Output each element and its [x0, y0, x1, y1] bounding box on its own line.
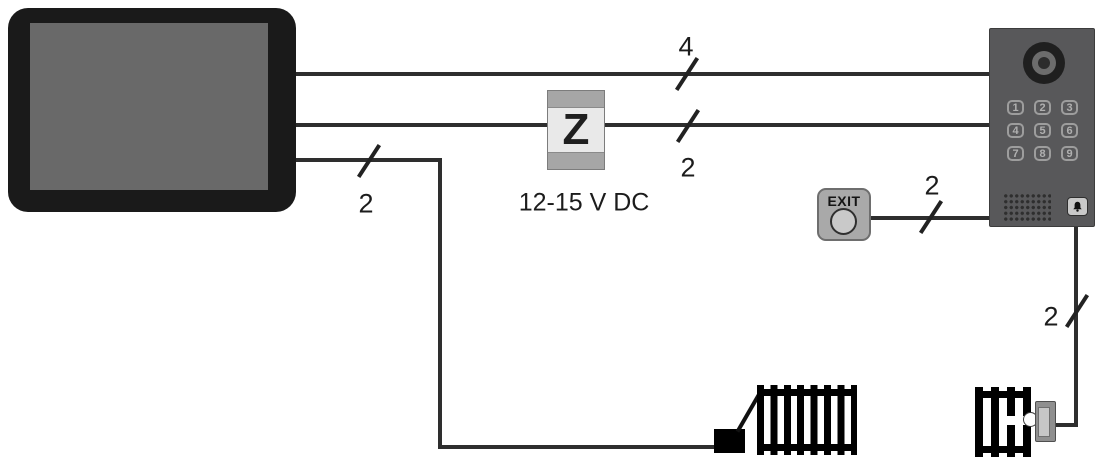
door-station-panel: 1 2 3 4 5 6 7 8 9 [989, 28, 1095, 227]
wire-monitor-psu-panel [296, 123, 989, 127]
camera-lens-icon [1023, 42, 1065, 84]
bell-icon [1073, 201, 1082, 212]
monitor-screen [30, 23, 268, 190]
wire-count-label: 2 [1043, 301, 1059, 332]
psu-top-band [548, 91, 604, 108]
keypad-key-8: 8 [1034, 146, 1051, 161]
indoor-monitor [8, 8, 296, 212]
exit-button: EXIT [817, 188, 871, 241]
strike-rail-bottom [975, 446, 1031, 453]
keypad-key-4: 4 [1007, 123, 1024, 138]
keypad-key-6: 6 [1061, 123, 1078, 138]
wire-count-label: 2 [680, 152, 696, 183]
strike-latch [1007, 416, 1033, 425]
keypad-key-7: 7 [1007, 146, 1024, 161]
keypad-key-5: 5 [1034, 123, 1051, 138]
keypad-key-1: 1 [1007, 100, 1024, 115]
psu-voltage-label: 12-15 V DC [518, 188, 650, 217]
keypad-key-9: 9 [1061, 146, 1078, 161]
wire-count-label: 4 [678, 31, 694, 62]
keypad-key-3: 3 [1061, 100, 1078, 115]
wire-monitor-to-panel-top [296, 72, 989, 76]
psu-symbol-label: Z [562, 105, 590, 154]
wire-monitor-to-lock-seg3 [438, 445, 716, 449]
keypad: 1 2 3 4 5 6 7 8 9 [1007, 100, 1078, 161]
wire-monitor-to-lock-seg2 [438, 158, 442, 449]
camera-center [1038, 57, 1050, 69]
doorbell-call-button [1067, 197, 1088, 216]
wire-count-label: 2 [924, 170, 940, 201]
wire-panel-to-lock-vertical [1074, 226, 1078, 427]
exit-button-label: EXIT [827, 193, 861, 209]
wire-panel-to-lock-horizontal [1055, 423, 1078, 427]
power-supply: Z [547, 90, 605, 170]
strike-rail-top [757, 389, 857, 396]
strike-rail-top [975, 391, 1031, 398]
psu-bottom-band [548, 152, 604, 169]
wire-count-label: 2 [358, 188, 374, 219]
strike-actuator [1035, 401, 1056, 442]
speaker-grille [1002, 192, 1051, 221]
lock-junction-box [714, 429, 745, 453]
keypad-key-2: 2 [1034, 100, 1051, 115]
exit-button-pushplate [830, 208, 857, 235]
electric-strike-left [757, 385, 857, 455]
strike-rail-bottom [757, 444, 857, 451]
camera-ring [1032, 51, 1056, 75]
strike-actuator-inner [1038, 407, 1050, 437]
